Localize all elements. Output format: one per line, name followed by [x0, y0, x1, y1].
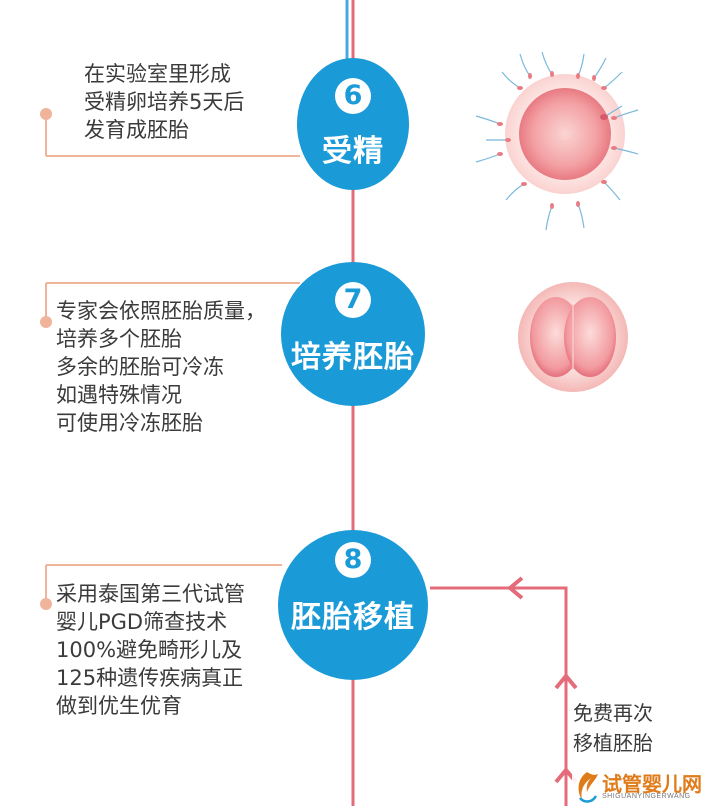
- fertilization-egg-icon: [475, 51, 639, 231]
- step-8-desc-line-1: 采用泰国第三代试管: [56, 582, 245, 606]
- logo-pinyin: SHIGUANYINGERWANG: [602, 793, 691, 800]
- two-cell-embryo-icon: [518, 282, 628, 392]
- step-7-desc-line-3: 多余的胚胎可冷冻: [56, 355, 224, 379]
- step-6-number: 6: [335, 78, 371, 114]
- step-7-desc-line-4: 如遇特殊情况: [56, 383, 182, 407]
- step-7-description: 专家会依照胚胎质量， 培养多个胚胎 多余的胚胎可冷冻 如遇特殊情况 可使用冷冻胚…: [56, 297, 266, 437]
- logo-mark-icon: [578, 772, 598, 803]
- step-6-title: 受精: [322, 134, 384, 169]
- connector-step-6: [40, 108, 300, 157]
- connector-step-7: [40, 282, 300, 328]
- connector-step-8: [40, 564, 282, 610]
- step-7-desc-line-5: 可使用冷冻胚胎: [56, 411, 203, 435]
- step-7-number: 7: [335, 282, 371, 318]
- step-7-circle: 7 培养胚胎: [281, 262, 425, 406]
- step-8-desc-line-5: 做到优生优育: [56, 694, 182, 718]
- retry-label-line-1: 免费再次: [573, 701, 653, 725]
- step-6-circle: 6 受精: [297, 58, 409, 190]
- step-8-number: 8: [335, 542, 371, 578]
- retry-label: 免费再次 移植胚胎: [573, 698, 653, 758]
- retry-label-line-2: 移植胚胎: [573, 731, 653, 755]
- step-6-desc-line-2: 受精卵培养5天后: [84, 90, 245, 114]
- step-7-title: 培养胚胎: [291, 340, 415, 375]
- step-7-desc-line-1: 专家会依照胚胎质量，: [56, 299, 266, 323]
- step-6-desc-line-1: 在实验室里形成: [84, 62, 231, 86]
- site-logo: 试管婴儿网 SHIGUANYINGERWANG: [572, 766, 720, 806]
- step-8-desc-line-3: 100%避免畸形儿及: [56, 638, 243, 662]
- retry-loop-line: [430, 576, 578, 806]
- step-8-description: 采用泰国第三代试管 婴儿PGD筛查技术 100%避免畸形儿及 125种遗传疾病真…: [56, 580, 245, 720]
- step-6-description: 在实验室里形成 受精卵培养5天后 发育成胚胎: [84, 60, 244, 144]
- step-8-desc-line-2: 婴儿PGD筛查技术: [56, 610, 228, 634]
- step-8-desc-line-4: 125种遗传疾病真正: [56, 666, 244, 690]
- step-8-circle: 8 胚胎移植: [278, 530, 428, 680]
- step-6-desc-line-3: 发育成胚胎: [84, 118, 189, 142]
- logo-name: 试管婴儿网: [602, 772, 702, 796]
- step-7-desc-line-2: 培养多个胚胎: [56, 327, 182, 351]
- step-8-title: 胚胎移植: [291, 600, 415, 635]
